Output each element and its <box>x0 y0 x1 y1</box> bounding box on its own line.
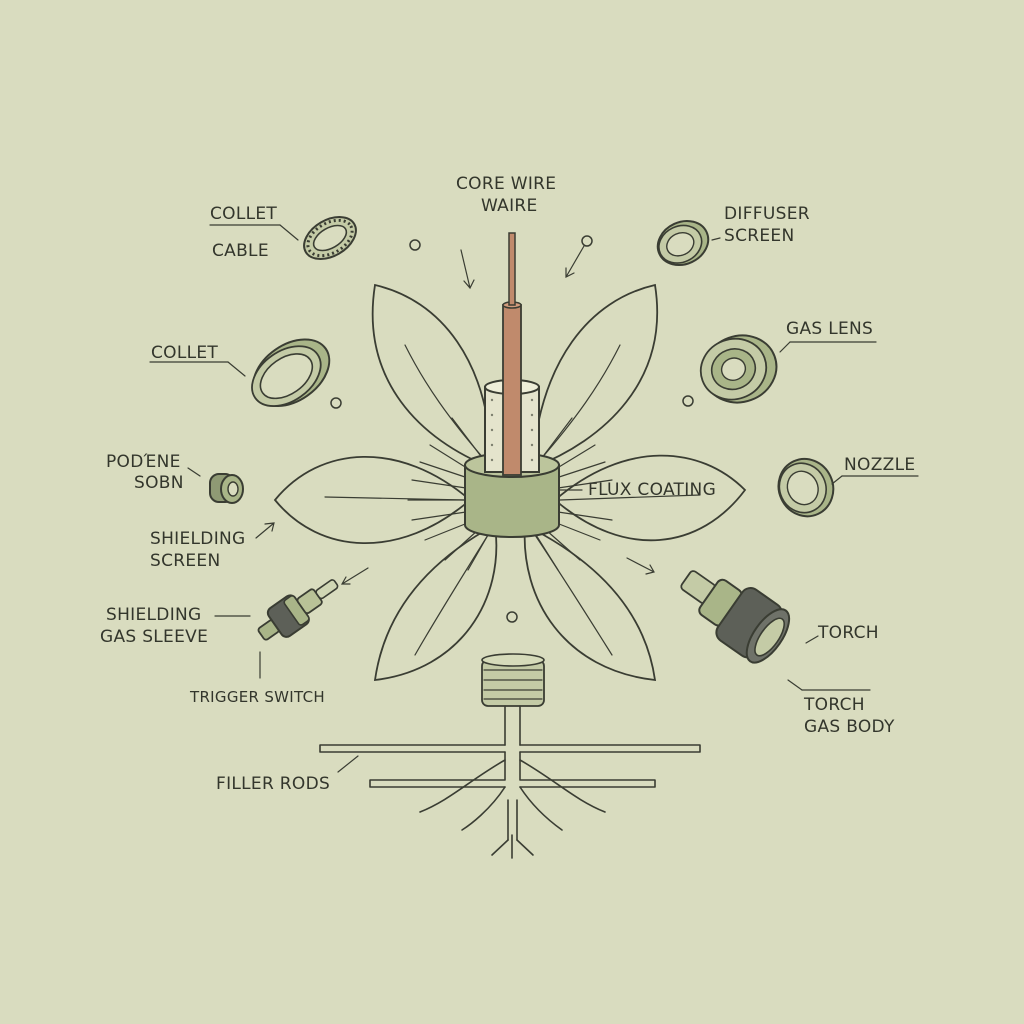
label-torch: TORCH <box>817 623 879 643</box>
filler-rod-roots <box>319 705 701 859</box>
flower-petals <box>273 283 747 682</box>
label-shielding-sleeve-2: GAS SLEEVE <box>100 627 208 647</box>
small-bushing <box>209 473 244 504</box>
petal-upper-right <box>530 283 658 470</box>
label-collet-left: COLLET <box>151 343 218 363</box>
label-podene-2: SOBN <box>134 473 184 493</box>
direction-arrows <box>255 245 655 585</box>
label-core-wire: CORE WIRE <box>456 174 556 194</box>
label-podene: PODΈNE <box>106 452 181 472</box>
decorative-dots <box>330 235 694 623</box>
label-diffuser-screen: SCREEN <box>724 226 794 246</box>
collet-ring <box>251 338 331 407</box>
label-flux-coating: FLUX COATING <box>588 480 716 500</box>
label-nozzle: NOZZLE <box>844 455 915 475</box>
central-electrode-stack <box>464 232 560 538</box>
label-collet-top: COLLET <box>210 204 277 224</box>
core-wire-tip <box>508 232 516 306</box>
label-torch-body-2: GAS BODY <box>804 717 895 737</box>
label-shielding-screen-2: SCREEN <box>150 551 220 571</box>
label-filler-rods: FILLER RODS <box>216 774 330 794</box>
leader-lines <box>149 224 919 773</box>
petal-lower-right <box>523 523 657 682</box>
label-torch-body: TORCH <box>803 695 865 715</box>
gas-lens <box>699 334 778 404</box>
label-trigger-switch: TRIGGER SWITCH <box>189 688 325 706</box>
petal-upper-left <box>371 283 493 470</box>
label-core-wire-2: WAIRE <box>481 196 538 216</box>
label-shielding-screen: SHIELDING <box>150 529 246 549</box>
label-diffuser: DIFFUSER <box>724 204 810 224</box>
radiating-lines <box>407 417 613 571</box>
petal-left <box>273 455 472 545</box>
nozzle-ring <box>777 457 835 518</box>
flux-coating-cylinder <box>464 464 560 538</box>
coil-spring <box>481 653 545 707</box>
label-shielding-sleeve: SHIELDING <box>106 605 202 625</box>
label-gas-lens: GAS LENS <box>786 319 873 339</box>
diffuser-ring <box>656 220 710 266</box>
core-wire-rod <box>502 304 522 476</box>
label-cable: CABLE <box>212 241 269 261</box>
part-labels: CORE WIRE WAIRE COLLET CABLE DIFFUSER SC… <box>100 174 915 794</box>
knurled-collet-ring <box>303 216 357 260</box>
petal-lower-left <box>373 523 498 682</box>
gas-sleeve-connector <box>257 579 339 641</box>
torch-body <box>680 570 791 664</box>
